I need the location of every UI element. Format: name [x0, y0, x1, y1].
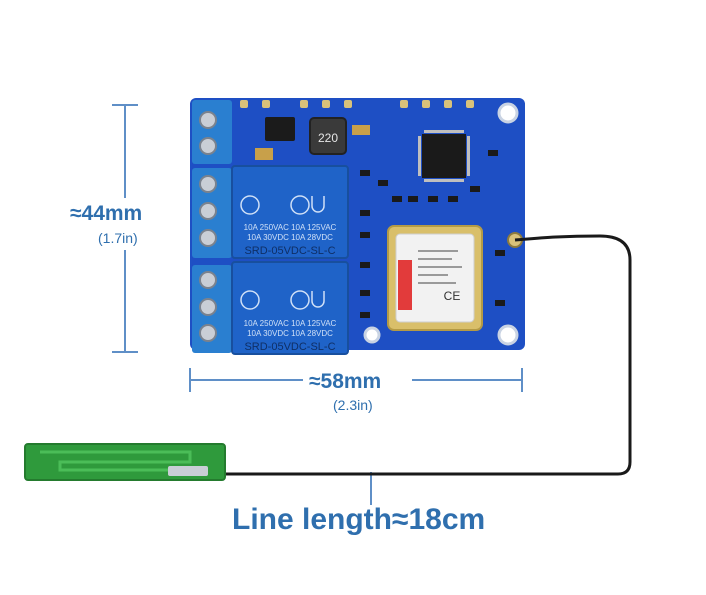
- voltage-regulator: [265, 117, 295, 141]
- relay-bottom: 10A 250VAC 10A 125VAC 10A 30VDC 10A 28VD…: [231, 261, 349, 355]
- certification-logo: [240, 290, 260, 310]
- inductor-label: 220: [318, 131, 338, 145]
- module-logo-band: [398, 260, 412, 310]
- relay-spec-line2: 10A 30VDC 10A 28VDC: [247, 329, 333, 338]
- antenna-solder-pad: [168, 466, 208, 476]
- module-text-lines: [418, 250, 462, 284]
- relay-top: 10A 250VAC 10A 125VAC 10A 30VDC 10A 28VD…: [231, 165, 349, 259]
- mounting-hole: [497, 102, 519, 124]
- chip-pins: [418, 130, 470, 182]
- width-dimension-inches: (2.3in): [333, 397, 373, 413]
- width-dimension-label: ≈58mm: [309, 370, 382, 393]
- relay-board: 220: [190, 98, 525, 355]
- power-terminal-block: [192, 100, 232, 164]
- relay-spec-line1: 10A 250VAC 10A 125VAC: [244, 223, 337, 232]
- relay-spec-line2: 10A 30VDC 10A 28VDC: [247, 233, 333, 242]
- certification-logo: [290, 290, 310, 310]
- certification-logo: [240, 195, 260, 215]
- ul-logo: [311, 291, 325, 308]
- height-dimension-inches: (1.7in): [98, 230, 138, 246]
- pin-header: [240, 100, 474, 108]
- smd-components: [360, 150, 505, 318]
- relay-model: SRD-05VDC-SL-C: [244, 341, 335, 353]
- relay-terminal-block: [192, 265, 232, 353]
- ul-logo: [311, 196, 325, 213]
- gsm-module: CE: [387, 225, 483, 331]
- module-ce-mark: CE: [444, 289, 461, 303]
- mounting-hole: [363, 326, 381, 344]
- certification-logo: [290, 195, 310, 215]
- relay-model: SRD-05VDC-SL-C: [244, 245, 335, 257]
- mounting-hole: [497, 324, 519, 346]
- line-length-label: Line length≈18cm: [232, 503, 486, 536]
- antenna-cable: [215, 234, 632, 476]
- width-dimension-bracket: [189, 368, 523, 392]
- pcb-antenna: [24, 443, 226, 481]
- power-inductor: [309, 117, 347, 155]
- relay-spec-line1: 10A 250VAC 10A 125VAC: [244, 319, 337, 328]
- relay-terminal-block: [192, 168, 232, 258]
- capacitor: [352, 125, 370, 135]
- height-dimension-label: ≈44mm: [70, 202, 143, 225]
- capacitor: [255, 148, 273, 160]
- height-dimension-bracket: [112, 104, 138, 353]
- microcontroller-chip: [422, 134, 466, 178]
